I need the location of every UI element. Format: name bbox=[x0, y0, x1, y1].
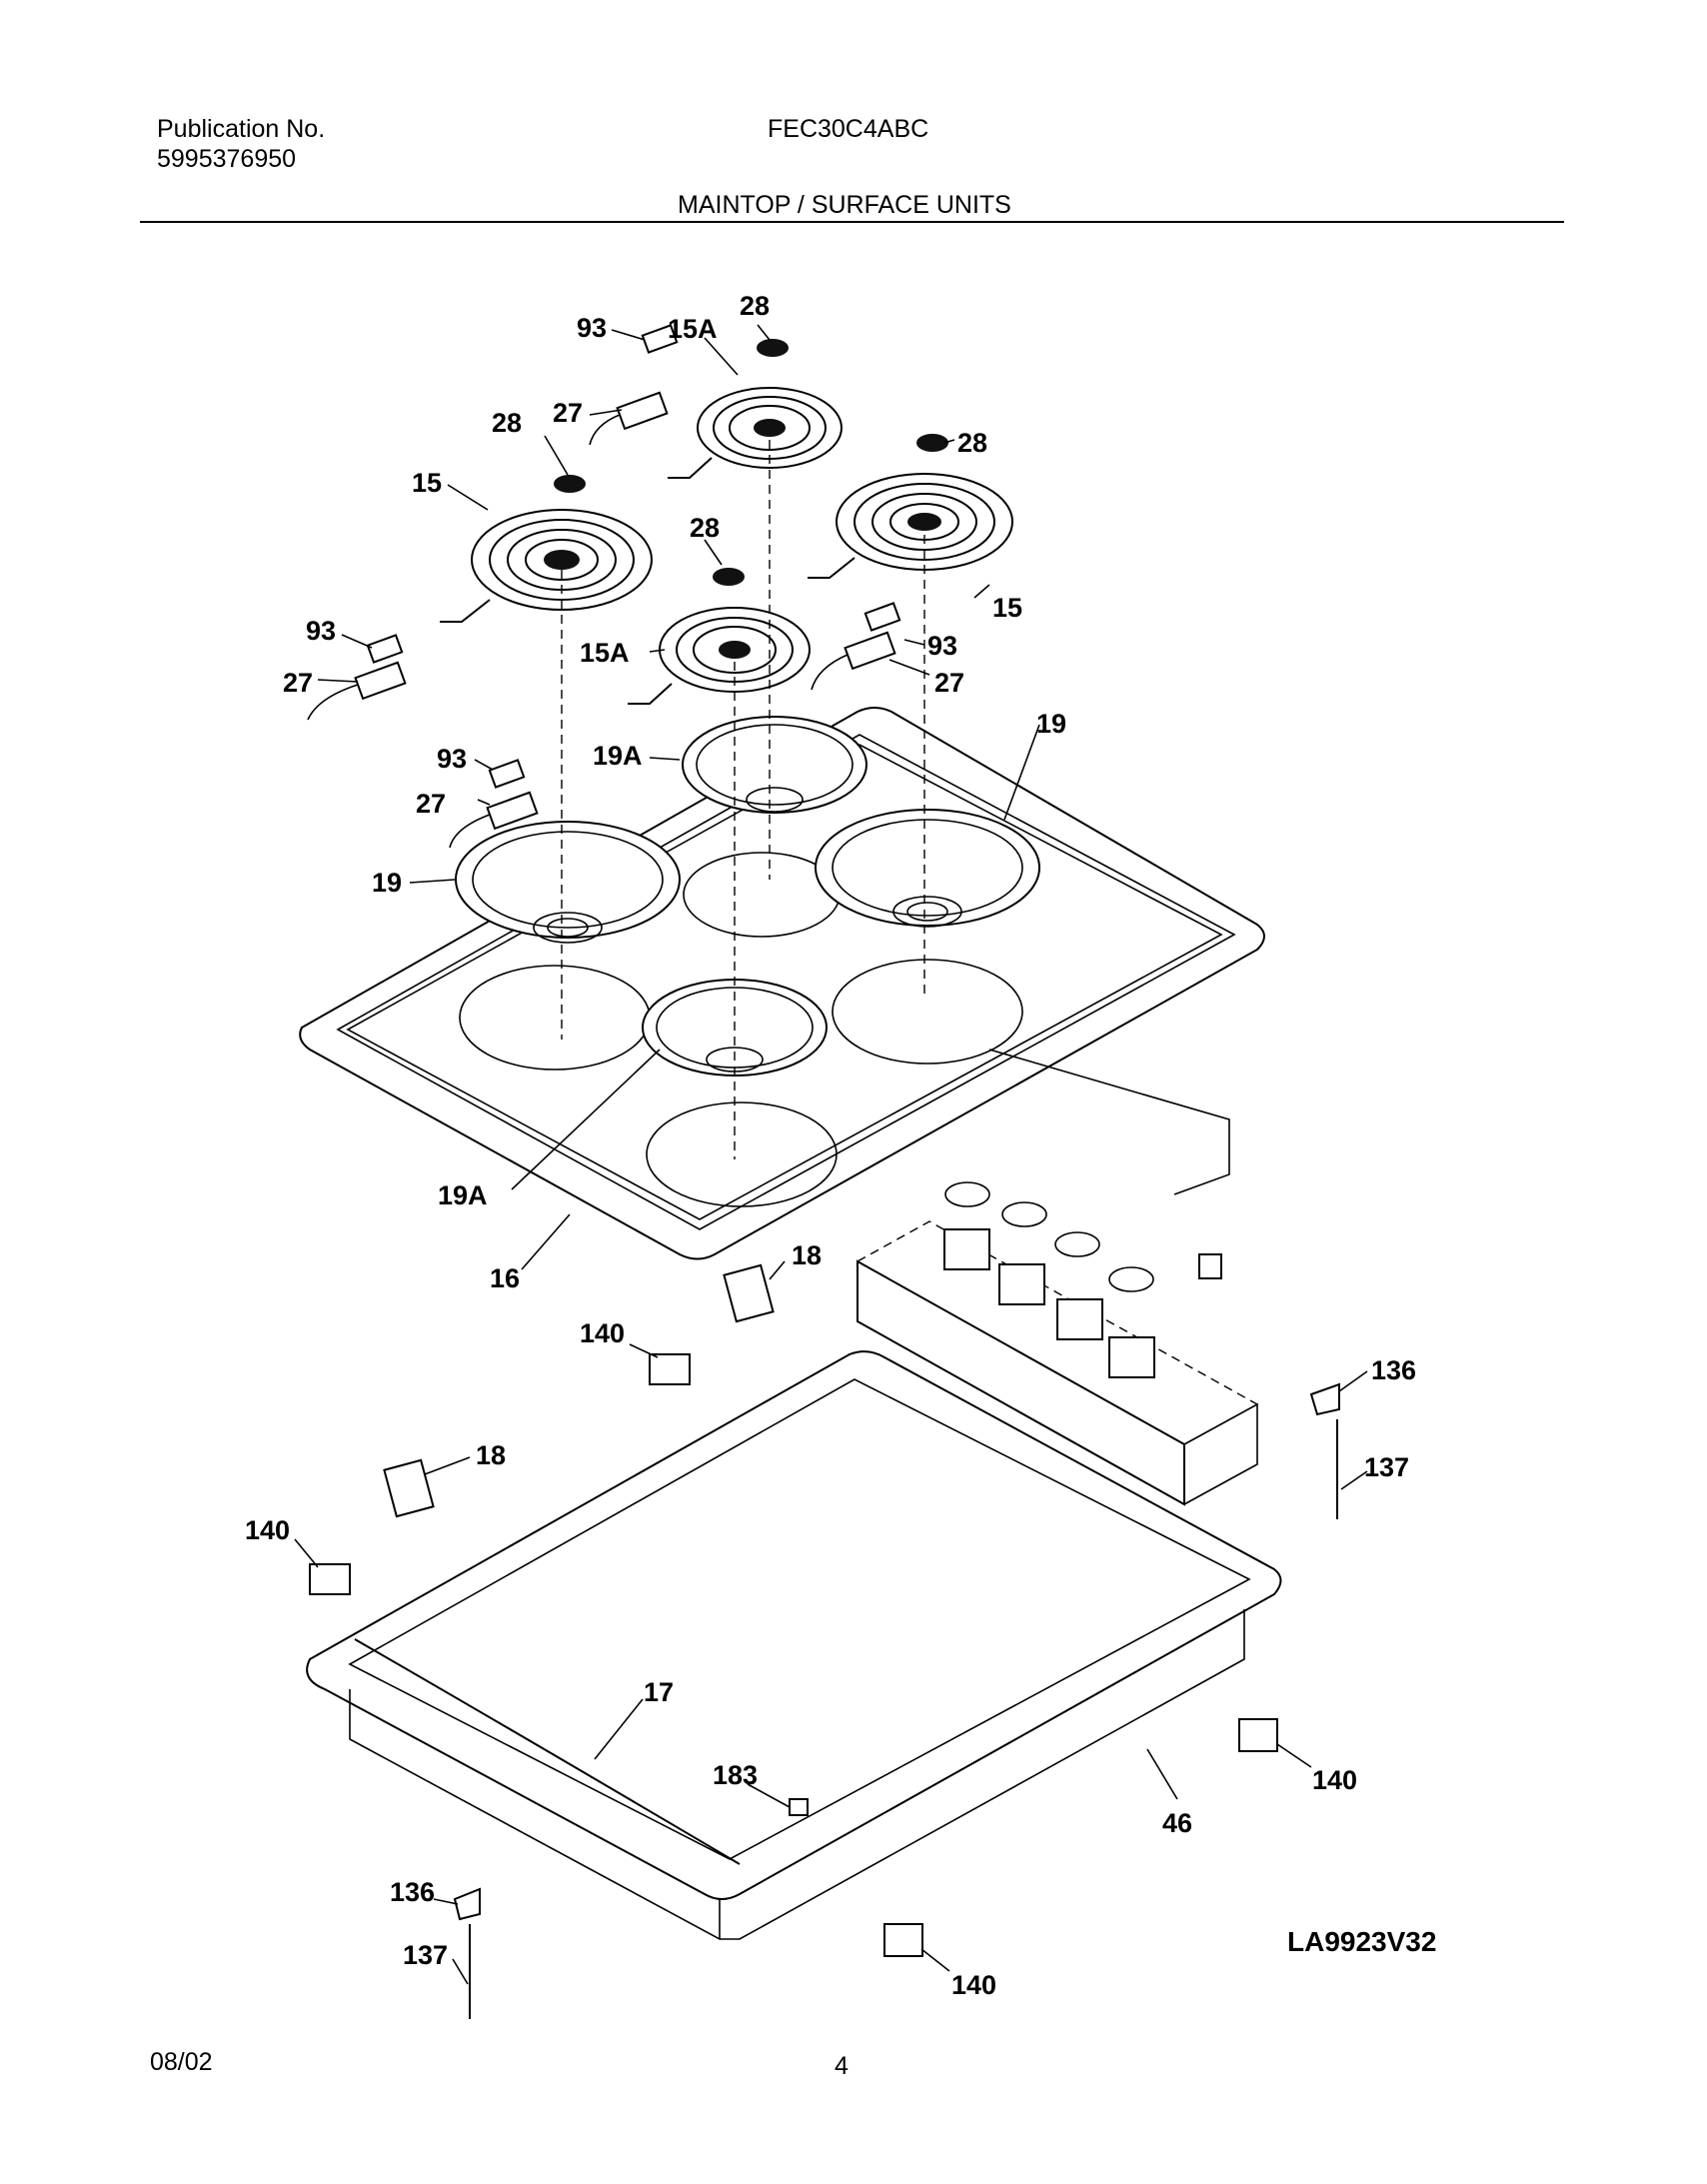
part-label: 18 bbox=[792, 1240, 822, 1270]
drip-bowl-19-right bbox=[815, 809, 1040, 928]
part-label: 137 bbox=[1364, 1452, 1409, 1482]
part-label: 17 bbox=[644, 1677, 674, 1707]
part-label: 16 bbox=[490, 1263, 520, 1293]
drawing-id: LA9923V32 bbox=[1287, 1926, 1436, 1957]
part-label: 93 bbox=[437, 744, 467, 774]
trim-ring-28-group bbox=[554, 339, 948, 586]
part-label: 27 bbox=[283, 668, 313, 698]
surface-unit-15-right bbox=[808, 473, 1013, 579]
part-label: 28 bbox=[690, 513, 720, 543]
main-box bbox=[306, 1350, 1282, 1940]
part-label: 93 bbox=[927, 631, 957, 661]
surface-unit-15-left bbox=[440, 509, 653, 623]
part-label: 15 bbox=[992, 593, 1022, 623]
section-title: MAINTOP / SURFACE UNITS bbox=[678, 191, 1011, 219]
part-label: 46 bbox=[1162, 1808, 1192, 1838]
part-label: 19 bbox=[1036, 709, 1066, 739]
part-label: 140 bbox=[1312, 1765, 1357, 1795]
drip-bowl-19-left bbox=[455, 821, 681, 944]
control-panel-box bbox=[856, 1049, 1258, 1506]
part-label: 19A bbox=[593, 741, 643, 771]
part-label: 28 bbox=[740, 291, 770, 321]
part-label: 15A bbox=[668, 314, 718, 344]
publication-number: 5995376950 bbox=[157, 145, 297, 173]
part-label: 136 bbox=[390, 1877, 435, 1907]
part-label: 18 bbox=[476, 1440, 506, 1470]
alignment-lines bbox=[561, 440, 925, 1159]
publication-label: Publication No. bbox=[157, 115, 326, 143]
hardware bbox=[309, 1263, 1340, 2019]
part-label: 183 bbox=[713, 1760, 758, 1790]
part-label: 136 bbox=[1371, 1355, 1416, 1385]
part-label: 28 bbox=[957, 428, 987, 458]
part-label: 137 bbox=[403, 1940, 448, 1970]
part-label: 28 bbox=[492, 408, 522, 438]
drip-bowl-19a-rear bbox=[682, 716, 867, 814]
header-rule bbox=[140, 221, 1564, 223]
part-label: 15A bbox=[580, 638, 630, 668]
part-label: 15 bbox=[412, 468, 442, 498]
part-label: 140 bbox=[951, 1970, 996, 2000]
part-label: 27 bbox=[553, 398, 583, 428]
part-label: 19 bbox=[372, 868, 402, 898]
part-label: 140 bbox=[245, 1515, 290, 1545]
footer-date: 08/02 bbox=[150, 2048, 213, 2076]
leader-lines bbox=[294, 324, 1368, 1985]
part-label: 93 bbox=[577, 313, 607, 343]
part-label: 27 bbox=[416, 789, 446, 819]
surface-unit-15a-front bbox=[628, 607, 811, 705]
part-labels: 28 15A 93 27 28 15 28 28 15 15A 93 27 93… bbox=[245, 291, 1416, 2000]
part-label: 19A bbox=[438, 1180, 488, 1210]
model-number: FEC30C4ABC bbox=[768, 115, 929, 143]
page-number: 4 bbox=[835, 2052, 849, 2080]
part-label: 27 bbox=[934, 668, 964, 698]
surface-unit-15a-rear bbox=[668, 387, 843, 479]
part-label: 93 bbox=[306, 616, 336, 646]
receptacle-blocks bbox=[307, 324, 901, 849]
part-label: 140 bbox=[580, 1318, 625, 1348]
